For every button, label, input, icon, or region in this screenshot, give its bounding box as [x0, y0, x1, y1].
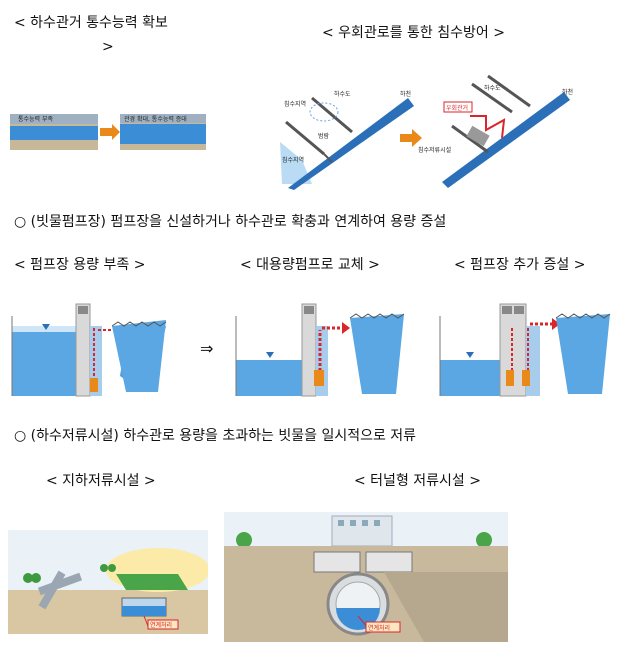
pump-diagram-lack — [8, 296, 184, 402]
bypass-title: < 우회관로를 통한 침수방어 > — [322, 25, 505, 41]
svg-text:하수도: 하수도 — [484, 84, 501, 92]
pump-diagram-replace — [232, 296, 412, 402]
pipe-capacity-title: < 하수관거 통수능력 확보 — [14, 15, 168, 31]
underground-storage-diagram: 연계처리 — [8, 530, 210, 634]
pipe-capacity-title-cont: > — [102, 39, 114, 55]
pump-replace-title: < 대용량펌프로 교체 > — [240, 257, 380, 273]
svg-text:범람: 범람 — [318, 132, 330, 140]
pipe-capacity-diagram: 통수능력 부족 관경 확대, 통수능력 증대 — [8, 108, 208, 156]
svg-text:침수저류시설: 침수저류시설 — [418, 146, 451, 154]
pipe-after-label: 관경 확대, 통수능력 증대 — [124, 115, 187, 123]
svg-text:하천: 하천 — [562, 88, 573, 96]
pump-add-title: < 펌프장 추가 증설 > — [454, 257, 586, 273]
svg-text:침수지역: 침수지역 — [284, 100, 306, 108]
svg-text:우회관거: 우회관거 — [446, 104, 468, 112]
arrow-between-pumps: ⇒ — [200, 339, 214, 358]
tunnel-storage-title: < 터널형 저류시설 > — [354, 473, 481, 489]
pump-diagram-add — [436, 296, 616, 402]
storage-line: ○ (하수저류시설) 하수관로 용량을 초과하는 빗물을 일시적으로 저류 — [14, 428, 417, 444]
underground-storage-title: < 지하저류시설 > — [46, 473, 156, 489]
bypass-diagram: 침수지역 하수도 하천 범람 침수지역 우회관거 하수도 하천 침수저류시설 — [272, 72, 584, 190]
svg-text:침수지역: 침수지역 — [282, 156, 304, 164]
svg-text:연계처리: 연계처리 — [368, 624, 390, 632]
arrow-right-icon — [400, 129, 422, 147]
pump-cap-lack-title: < 펌프장 용량 부족 > — [14, 257, 146, 273]
svg-text:연계처리: 연계처리 — [150, 621, 172, 629]
pipe-before-label: 통수능력 부족 — [18, 115, 54, 123]
svg-text:하수도: 하수도 — [334, 90, 351, 98]
svg-text:하천: 하천 — [400, 90, 411, 98]
tunnel-storage-diagram: 연계처리 — [224, 512, 508, 642]
pump-station-line: ○ (빗물펌프장) 펌프장을 신설하거나 하수관로 확충과 연계하여 용량 증설 — [14, 214, 447, 230]
arrow-right-icon — [100, 124, 120, 140]
